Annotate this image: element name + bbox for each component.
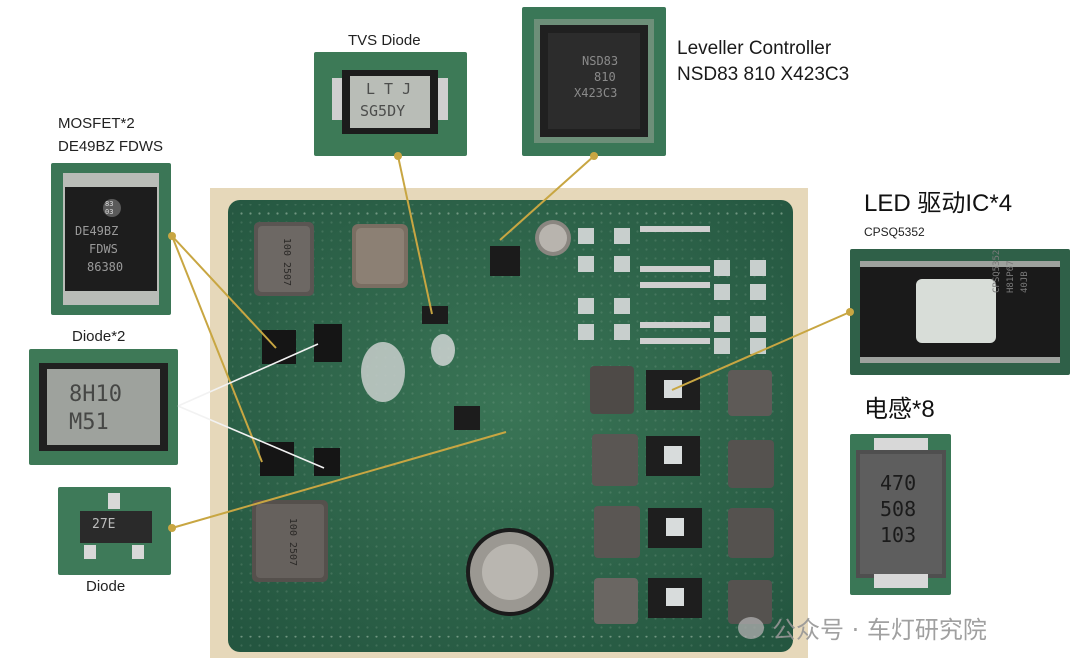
board-led-driver-grid	[590, 366, 774, 624]
tvs-mark-line1: L T J	[366, 80, 412, 98]
mosfet-mark-line1: DE49BZ	[75, 224, 119, 238]
leveller-mark-line1: NSD83	[582, 54, 619, 68]
inductor-mark-line3: 103	[880, 523, 917, 547]
inductor-label: 电感*8	[864, 396, 935, 423]
leveller-mark-line3: X423C3	[574, 86, 618, 100]
inductor-photo: 470 508 103	[850, 434, 951, 595]
watermark: 公众号 · 车灯研究院	[738, 610, 987, 645]
pcb-photo: 100 2507 100 2507	[228, 200, 793, 652]
diode-mark: 27E	[92, 517, 116, 532]
led-driver-part: CPSQ5352	[864, 225, 925, 239]
tvs-diode-photo: L T J SG5DY	[314, 52, 467, 156]
mosfet-mark-line3: 86380	[87, 260, 124, 274]
tvs-mark-line2: SG5DY	[360, 102, 406, 120]
mosfet-part: DE49BZ FDWS	[58, 138, 164, 155]
mosfet-mark-a: 83	[105, 200, 114, 208]
board-cap-large	[466, 528, 554, 616]
mosfet-mark-line2: FDWS	[89, 242, 118, 256]
svg-text:100 2507: 100 2507	[287, 518, 298, 566]
leveller-part: NSD83 810 X423C3	[677, 64, 850, 85]
mosfet-photo: 83 03 DE49BZ FDWS 86380	[51, 163, 171, 315]
leveller-title: Leveller Controller	[677, 38, 832, 59]
board-tvs	[422, 306, 448, 324]
inductor-mark-line2: 508	[880, 497, 917, 521]
wechat-icon	[738, 616, 764, 639]
board-inductor-mid	[352, 224, 408, 288]
diode-photo: 27E	[58, 487, 171, 575]
board-inductor-top: 100 2507	[254, 222, 314, 296]
leveller-photo: NSD83 810 X423C3	[522, 7, 666, 156]
leveller-mark-line2: 810	[594, 70, 616, 84]
inductor-mark-line1: 470	[880, 471, 917, 495]
board-leveller-chip	[490, 246, 520, 276]
mosfet-title: MOSFET*2	[58, 115, 135, 132]
diode-x2-photo: 8H10 M51	[29, 349, 178, 465]
diode-label: Diode	[86, 578, 126, 595]
diode-x2-mark-line1: 8H10	[69, 382, 122, 407]
svg-text:100 2507: 100 2507	[281, 238, 292, 286]
diode-x2-label: Diode*2	[72, 328, 126, 345]
board-cap-small	[535, 220, 571, 256]
led-driver-photo: CPSQ5352 H81P67 40JB	[850, 249, 1070, 375]
led-driver-title: LED 驱动IC*4	[864, 190, 1013, 217]
tvs-diode-label: TVS Diode	[348, 32, 421, 49]
diode-x2-mark-line2: M51	[69, 410, 109, 435]
board-inductor-bottom: 100 2507	[252, 500, 328, 582]
mosfet-mark-b: 03	[105, 208, 114, 216]
